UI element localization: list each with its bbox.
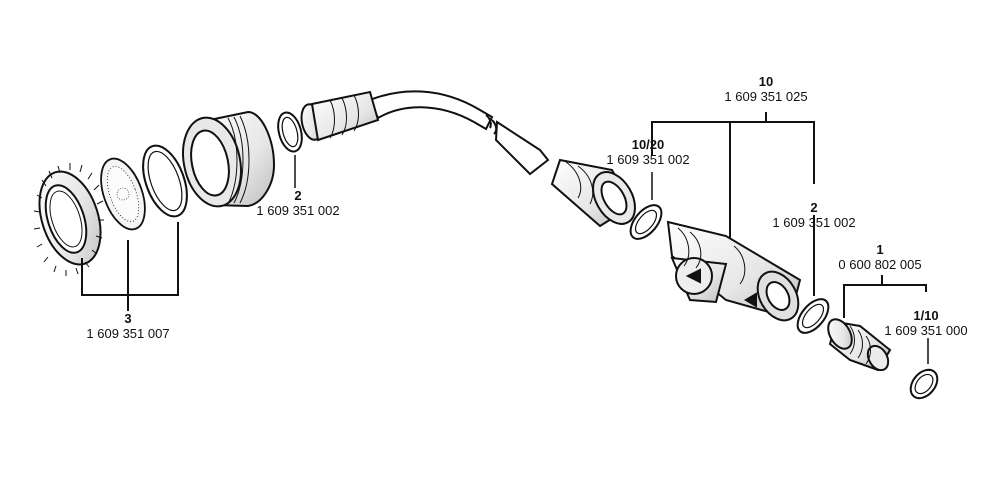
callout-2-right: 2 1 609 351 002 [764, 200, 864, 230]
part-number: 1 609 351 025 [724, 89, 808, 104]
callout-1-10: 1/10 1 609 351 000 [876, 308, 976, 338]
hose-adapter [827, 318, 892, 372]
callout-number: 2 [294, 188, 302, 203]
callout-2-left: 2 1 609 351 002 [248, 188, 348, 218]
valve-tee-body [666, 220, 802, 322]
callout-number: 10/20 [631, 137, 665, 152]
callout-bracket-10 [651, 112, 815, 296]
small-o-ring-left [277, 111, 303, 188]
small-o-ring-far-right [909, 338, 939, 400]
callout-number: 3 [124, 311, 132, 326]
small-o-ring-right [796, 298, 830, 334]
strainer-disc [100, 157, 146, 231]
callout-number: 1/10 [913, 308, 939, 323]
part-number: 1 609 351 007 [86, 326, 170, 341]
knurled-cap-nut [33, 163, 104, 276]
threaded-housing [182, 110, 276, 208]
large-o-ring [142, 144, 188, 218]
part-number: 0 600 802 005 [838, 257, 922, 272]
callout-number: 10 [758, 74, 774, 89]
part-number: 1 609 351 000 [884, 323, 968, 338]
callout-10-20: 10/20 1 609 351 002 [598, 137, 698, 167]
part-number: 1 609 351 002 [772, 215, 856, 230]
callout-3: 3 1 609 351 007 [78, 311, 178, 341]
callout-bracket-3 [81, 222, 179, 311]
part-number: 1 609 351 002 [606, 152, 690, 167]
callout-bracket-1 [843, 275, 927, 318]
small-o-ring-middle [629, 172, 663, 240]
callout-10: 10 1 609 351 025 [716, 74, 816, 104]
callout-number: 2 [810, 200, 818, 215]
callout-1: 1 0 600 802 005 [830, 242, 930, 272]
callout-number: 1 [876, 242, 884, 257]
spray-hose [300, 90, 636, 228]
part-number: 1 609 351 002 [256, 203, 340, 218]
